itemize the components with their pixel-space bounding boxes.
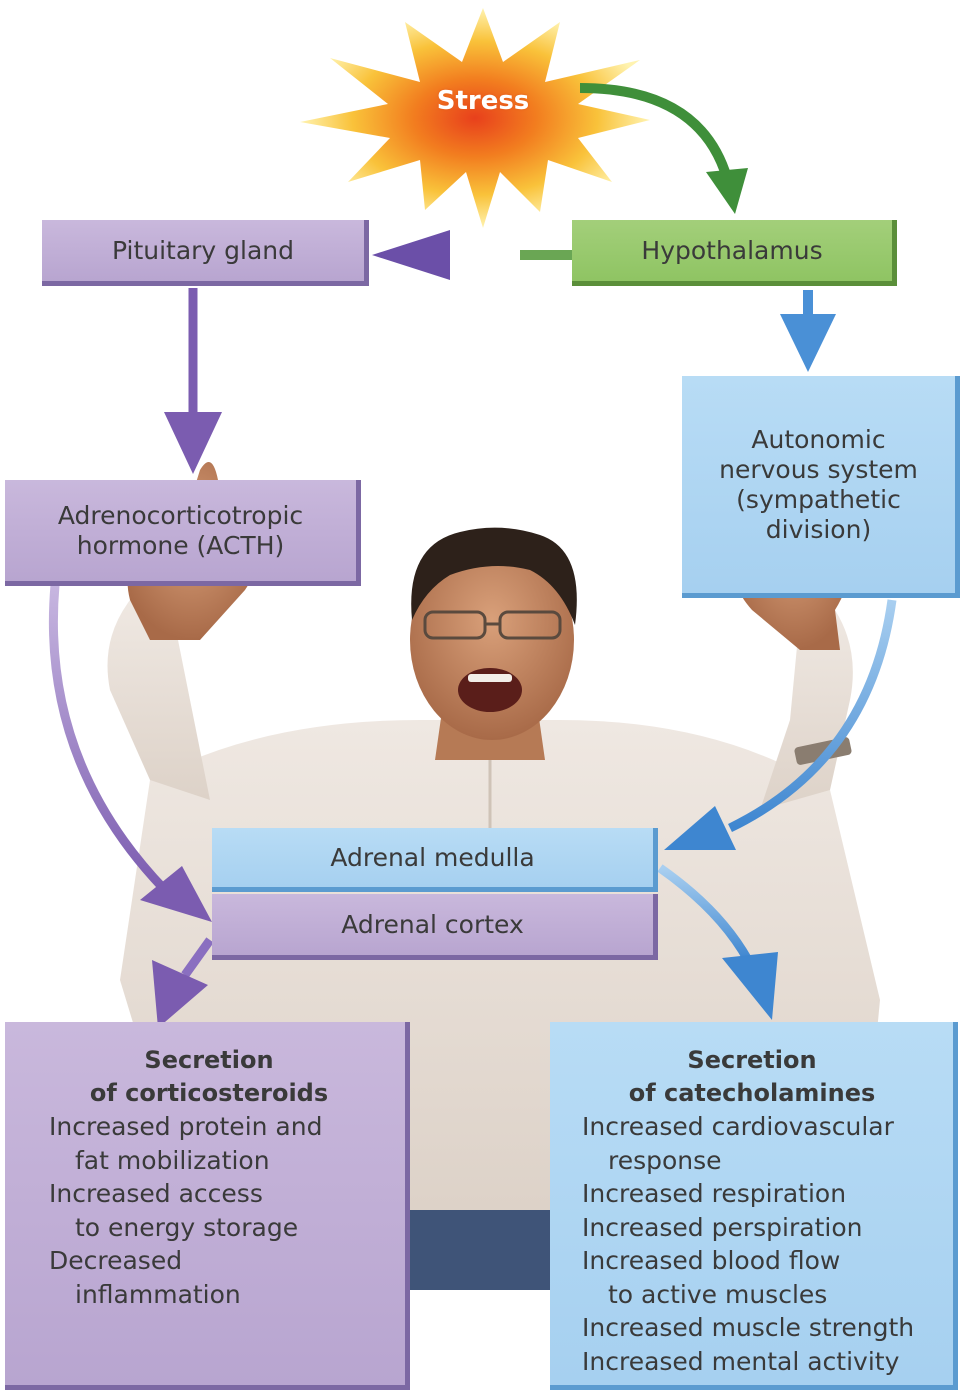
corticosteroid-effect: Decreased inflammation <box>49 1244 241 1311</box>
ans-line-4: division) <box>766 515 871 545</box>
catecholamine-effect: Increased perspiration <box>582 1211 862 1245</box>
catecholamines-box: Secretion of catecholamines Increased ca… <box>550 1022 958 1390</box>
arrowhead-pituitary-to-acth <box>164 412 222 474</box>
pituitary-gland-box: Pituitary gland <box>42 220 369 286</box>
adrenal-cortex-box: Adrenal cortex <box>212 894 658 960</box>
arrowhead-stress-to-hypothalamus <box>706 168 748 214</box>
arrowhead-hypothalamus-to-pituitary <box>372 230 450 280</box>
catecholamines-heading: Secretion of catecholamines <box>582 1044 922 1110</box>
effect-line: Increased access <box>49 1179 263 1208</box>
corticosteroids-heading-line-1: Secretion <box>49 1044 369 1077</box>
hypothalamus-box: Hypothalamus <box>572 220 897 286</box>
acth-line-1: Adrenocorticotropic <box>58 501 303 531</box>
catecholamines-heading-line-1: Secretion <box>582 1044 922 1077</box>
effect-line: inflammation <box>49 1278 241 1312</box>
effect-line: Increased blood flow <box>582 1246 840 1275</box>
effect-line: to active muscles <box>582 1278 840 1312</box>
corticosteroids-heading: Secretion of corticosteroids <box>49 1044 369 1110</box>
adrenal-medulla-box: Adrenal medulla <box>212 828 658 892</box>
corticosteroids-box: Secretion of corticosteroids Increased p… <box>5 1022 410 1390</box>
catecholamines-heading-line-2: of catecholamines <box>582 1077 922 1110</box>
arrowhead-hypothalamus-to-ans <box>780 314 836 372</box>
corticosteroid-effect: Increased access to energy storage <box>49 1177 298 1244</box>
catecholamine-effect: Increased respiration <box>582 1177 846 1211</box>
catecholamine-effect: Increased blood flow to active muscles <box>582 1244 840 1311</box>
arrow-stress-to-hypothalamus <box>580 88 727 178</box>
corticosteroids-heading-line-2: of corticosteroids <box>49 1077 369 1110</box>
ans-line-2: nervous system <box>719 455 918 485</box>
catecholamine-effect: Increased cardiovascular response <box>582 1110 894 1177</box>
pituitary-gland-label: Pituitary gland <box>112 236 294 266</box>
corticosteroid-effect: Increased protein and fat mobilization <box>49 1110 322 1177</box>
adrenal-cortex-label: Adrenal cortex <box>341 910 524 940</box>
acth-line-2: hormone (ACTH) <box>77 531 285 561</box>
catecholamine-effect: Increased mental activity <box>582 1345 899 1379</box>
autonomic-nervous-system-box: Autonomic nervous system (sympathetic di… <box>682 376 960 598</box>
adrenal-medulla-label: Adrenal medulla <box>330 843 534 873</box>
effect-line: Decreased <box>49 1246 182 1275</box>
stress-starburst <box>300 8 650 228</box>
ans-line-1: Autonomic <box>751 425 885 455</box>
effect-line: Increased protein and <box>49 1112 322 1141</box>
effect-line: to energy storage <box>49 1211 298 1245</box>
effect-line: response <box>582 1144 894 1178</box>
catecholamine-effect: Increased muscle strength <box>582 1311 914 1345</box>
stress-label: Stress <box>403 86 563 116</box>
effect-line: fat mobilization <box>49 1144 322 1178</box>
hypothalamus-label: Hypothalamus <box>641 236 822 266</box>
acth-box: Adrenocorticotropic hormone (ACTH) <box>5 480 361 586</box>
effect-line: Increased cardiovascular <box>582 1112 894 1141</box>
ans-line-3: (sympathetic <box>736 485 901 515</box>
